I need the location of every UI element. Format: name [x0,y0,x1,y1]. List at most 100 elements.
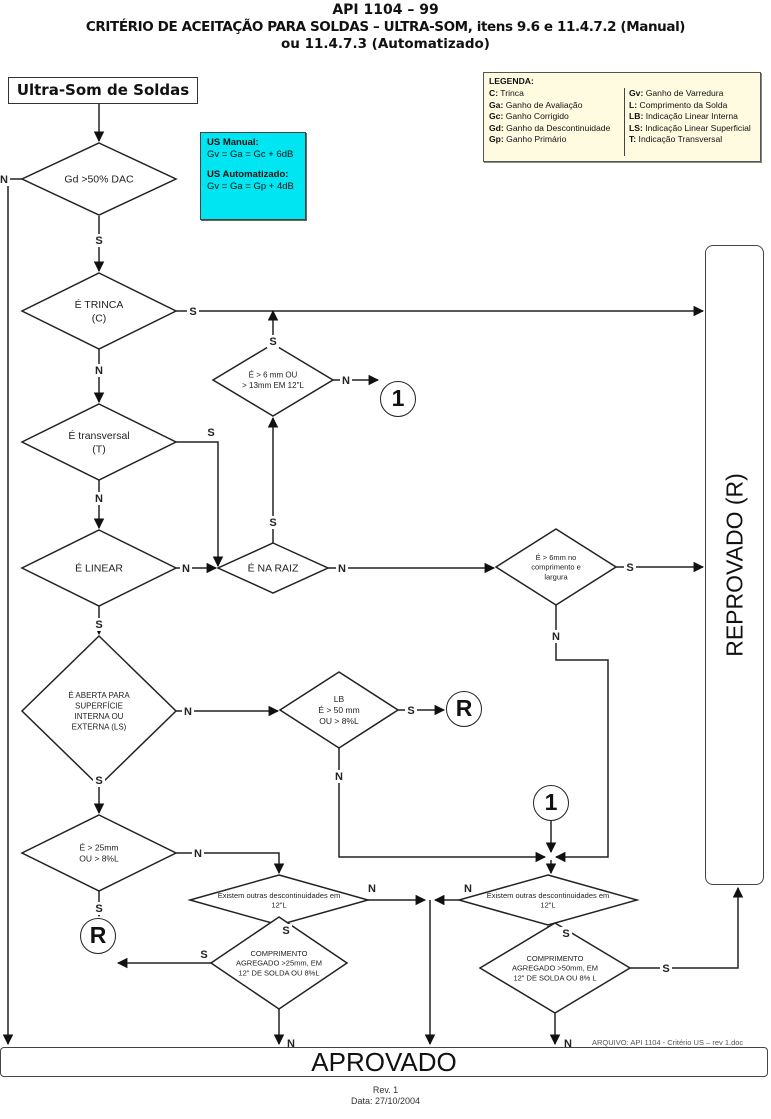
legend-desc: Ganho Primário [503,134,567,145]
edge-label-bg [205,426,217,439]
flow-connector [338,748,547,863]
edge-label-nao: N [194,848,202,860]
legend-left-item: Gc: Ganho Corrigido [489,111,610,123]
edge-label-bg [267,516,279,529]
edge-label-nao: N [184,706,192,718]
decision-text: É NA RAIZ [248,562,299,575]
edge-label-sim: S [189,306,196,318]
edge-label-bg [280,924,292,937]
us-auto-title: US Automatizado: [207,169,289,180]
edge-label-sim: S [282,925,289,937]
legend-key: LS: [629,122,643,133]
decision-text: OU > 8%L [319,716,359,726]
legend-left-item: C: Trinca [489,88,610,100]
edge-label-bg [560,927,572,940]
revision-date: Data: 27/10/2004 [350,1096,421,1106]
decision-text: SUPERFÍCIE [75,702,123,711]
decision-text: AGREGADO >50mm, EM [512,964,598,973]
edge-label-sim: S [626,562,633,574]
file-reference: ARQUIVO: API 1104 - Critério US – rev 1.… [592,1038,744,1047]
legend-desc: Indicação Transversal [636,134,723,145]
edge-label-bg [336,562,348,575]
edge-label-bg [624,561,636,574]
edge-label-sim: S [95,903,102,915]
decision-text: INTERNA OU [75,712,124,721]
legend-left-item: Gd: Ganho da Descontinuidade [489,123,610,135]
edge-label-bg [550,630,562,643]
decision-text: COMPRIMENTO [251,949,308,958]
edge-label-sim: S [269,517,276,529]
edge-label-bg [93,234,105,247]
edge-label-sim: S [562,928,569,940]
edge-label-bg [182,705,194,718]
decision-text: COMPRIMENTO [527,954,584,963]
edge-label-nao: N [335,771,343,783]
legend-key: Gp: [489,134,504,145]
aprovado-terminal: APROVADO [0,1047,768,1077]
edge-label-nao: N [552,631,560,643]
reprovado-terminal: REPROVADO (R) [705,245,764,885]
edge-label-nao: N [287,1038,295,1050]
edge-label-sim: S [95,619,102,631]
flow-connector [2,178,22,1046]
edge-label-bg [333,770,345,783]
flow-connector [630,886,744,969]
r-terminal-agregado: R [80,918,116,954]
decision-text: É LINEAR [75,562,123,575]
edge-label-sim: S [662,963,669,975]
decision-text: Existem outras descontinuidades em [487,891,610,900]
edge-label-sim: S [95,775,102,787]
decision-text: 12" DE SOLDA OU 8% L [513,973,596,982]
decision-transversal: É transversal (T) [20,403,178,481]
doc-title-line2: CRITÉRIO DE ACEITAÇÃO PARA SOLDAS – ULTR… [85,19,686,35]
edge-label-bg [405,704,417,717]
decision-text: É > 6 mm OU [249,371,298,380]
decision-text: AGREGADO >25mm, EM [236,959,322,968]
edge-label-bg [93,492,105,505]
legend-key: Ga: [489,99,504,110]
edge-label-bg [180,562,192,575]
edge-label-bg [660,962,672,975]
decision-text: OU > 8%L [79,854,119,864]
revision: Rev. 1 [372,1085,399,1095]
legend-key: Gv: [629,88,644,98]
decision-text: É > 25mm [80,842,119,852]
legend-key: C: [489,88,499,98]
decision-diamond [20,403,178,481]
decision-text: É transversal [68,429,129,442]
edge-label-nao: N [338,563,346,575]
edge-label-bg [93,364,105,377]
us-manual-title: US Manual: [207,137,259,148]
legend-desc: Ganho de Varredura [643,88,724,98]
edge-label-nao: N [95,493,103,505]
legend-desc: Ganho da Descontinuidade [503,122,611,133]
edge-label-bg [285,1037,297,1050]
flow-connector [176,441,224,568]
r-terminal-lb: R [446,691,482,727]
decision-text: (T) [92,444,105,456]
decision-diamond [209,916,349,1010]
legend-right-item: L: Comprimento da Solda [629,100,751,112]
legend-left-item: Gp: Ganho Primário [489,134,610,146]
edge-label-nao: N [95,365,103,377]
decision-mm25: É > 25mm OU > 8%L [20,814,178,892]
edge-label-bg [192,847,204,860]
decision-raiz: É NA RAIZ [216,542,330,594]
edge-label-nao: N [0,174,8,186]
legend-right-item: LB: Indicação Linear Interna [629,111,751,123]
legend-key: Gd: [489,122,504,133]
edge-label-sim: S [207,427,214,439]
legend-right-item: T: Indicação Transversal [629,134,751,146]
decision-trinca: É TRINCA(C) [20,272,178,350]
decision-diamond [216,542,330,594]
edge-label-bg [366,882,378,895]
legend-desc: Indicação Linear Interna [643,111,738,122]
decision-text: Gd >50% DAC [64,174,134,186]
edge-label-nao: N [182,563,190,575]
